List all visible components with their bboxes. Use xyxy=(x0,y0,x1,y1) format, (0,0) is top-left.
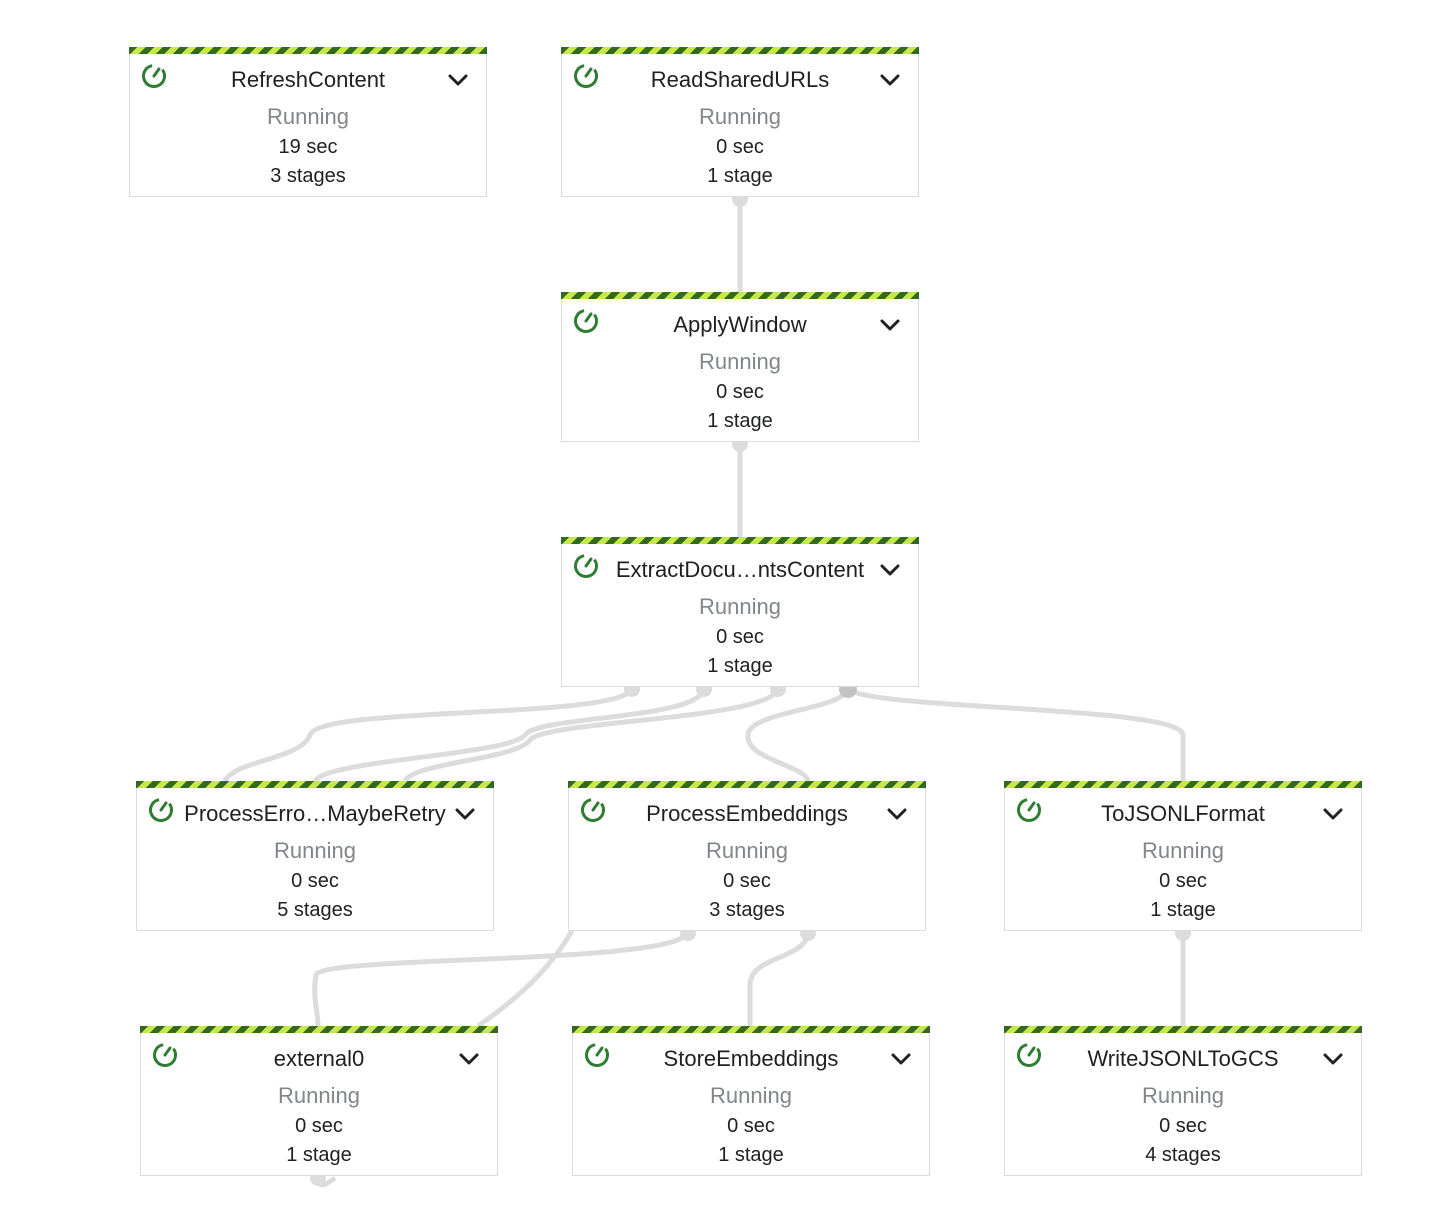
node-apply-window[interactable]: ApplyWindow Running 0 sec 1 stage xyxy=(561,292,919,442)
node-duration: 19 sec xyxy=(278,136,338,158)
status-stripe xyxy=(561,537,919,544)
node-state: Running xyxy=(1142,1083,1224,1108)
node-title: WriteJSONLToGCS xyxy=(1087,1046,1279,1071)
edge-extract-to-process-errors-3 xyxy=(402,686,781,783)
node-process-embeddings[interactable]: ProcessEmbeddings Running 0 sec 3 stages xyxy=(568,781,926,931)
chevron-down-icon[interactable] xyxy=(1321,802,1345,826)
node-state: Running xyxy=(699,104,781,129)
edge-extract-to-process-errors-2 xyxy=(312,686,707,783)
running-refresh-icon xyxy=(583,1041,611,1069)
node-duration: 0 sec xyxy=(1159,1115,1207,1137)
node-duration: 0 sec xyxy=(716,136,764,158)
status-stripe xyxy=(129,47,487,54)
node-state: Running xyxy=(278,1083,360,1108)
node-process-errors-maybe-retry[interactable]: ProcessErro…MaybeRetry Running 0 sec 5 s… xyxy=(136,781,494,931)
edge-extract-to-process-errors-1 xyxy=(222,685,635,783)
node-title: external0 xyxy=(273,1046,365,1071)
node-state: Running xyxy=(706,838,788,863)
edge-extract-to-process-embeddings xyxy=(745,686,851,783)
node-duration: 0 sec xyxy=(1159,870,1207,892)
node-duration: 0 sec xyxy=(723,870,771,892)
running-refresh-icon xyxy=(140,62,168,90)
running-refresh-icon xyxy=(1015,796,1043,824)
status-stripe xyxy=(140,1026,498,1033)
edge-extract-to-to-jsonl-format xyxy=(845,685,1186,781)
node-duration: 0 sec xyxy=(291,870,339,892)
status-stripe xyxy=(561,292,919,299)
node-state: Running xyxy=(699,594,781,619)
node-store-embeddings[interactable]: StoreEmbeddings Running 0 sec 1 stage xyxy=(572,1026,930,1176)
node-duration: 0 sec xyxy=(295,1115,343,1137)
node-stages: 4 stages xyxy=(1145,1144,1221,1166)
node-title: StoreEmbeddings xyxy=(663,1046,839,1071)
chevron-down-icon[interactable] xyxy=(878,68,902,92)
status-stripe xyxy=(1004,781,1362,788)
node-to-jsonl-format[interactable]: ToJSONLFormat Running 0 sec 1 stage xyxy=(1004,781,1362,931)
node-stages: 1 stage xyxy=(718,1144,784,1166)
edge-process-embeddings-to-external0-1 xyxy=(312,929,691,1027)
status-stripe xyxy=(572,1026,930,1033)
chevron-down-icon[interactable] xyxy=(446,68,470,92)
chevron-down-icon[interactable] xyxy=(878,558,902,582)
running-refresh-icon xyxy=(572,552,600,580)
chevron-down-icon[interactable] xyxy=(1321,1047,1345,1071)
node-state: Running xyxy=(699,349,781,374)
chevron-down-icon[interactable] xyxy=(878,313,902,337)
edge-process-embeddings-to-external0-2 xyxy=(476,929,575,1029)
node-state: Running xyxy=(1142,838,1224,863)
chevron-down-icon[interactable] xyxy=(885,802,909,826)
node-title: ReadSharedURLs xyxy=(650,67,830,92)
node-state: Running xyxy=(274,838,356,863)
node-title: ProcessErro…MaybeRetry xyxy=(184,801,446,826)
status-stripe xyxy=(136,781,494,788)
node-stages: 1 stage xyxy=(1150,899,1216,921)
node-title: ApplyWindow xyxy=(673,312,807,337)
node-duration: 0 sec xyxy=(727,1115,775,1137)
node-write-jsonl-to-gcs[interactable]: WriteJSONLToGCS Running 0 sec 4 stages xyxy=(1004,1026,1362,1176)
node-stages: 1 stage xyxy=(707,410,773,432)
status-stripe xyxy=(561,47,919,54)
node-title: ToJSONLFormat xyxy=(1101,801,1265,826)
chevron-down-icon[interactable] xyxy=(889,1047,913,1071)
running-refresh-icon xyxy=(151,1041,179,1069)
chevron-down-icon[interactable] xyxy=(457,1047,481,1071)
edge-process-embeddings-to-store-embeddings xyxy=(747,930,811,1026)
status-stripe xyxy=(568,781,926,788)
node-state: Running xyxy=(267,104,349,129)
node-external0[interactable]: external0 Running 0 sec 1 stage xyxy=(140,1026,498,1176)
node-title: ExtractDocu…ntsContent xyxy=(615,557,865,582)
node-stages: 5 stages xyxy=(277,899,353,921)
running-refresh-icon xyxy=(572,62,600,90)
node-title: RefreshContent xyxy=(230,67,386,92)
node-duration: 0 sec xyxy=(716,626,764,648)
running-refresh-icon xyxy=(147,796,175,824)
node-stages: 1 stage xyxy=(286,1144,352,1166)
node-refresh-content[interactable]: RefreshContent Running 19 sec 3 stages xyxy=(129,47,487,197)
node-stages: 1 stage xyxy=(707,655,773,677)
status-stripe xyxy=(1004,1026,1362,1033)
running-refresh-icon xyxy=(579,796,607,824)
node-extract-documents-content[interactable]: ExtractDocu…ntsContent Running 0 sec 1 s… xyxy=(561,537,919,687)
node-stages: 3 stages xyxy=(270,165,346,187)
node-state: Running xyxy=(710,1083,792,1108)
node-title: ProcessEmbeddings xyxy=(646,801,848,826)
node-duration: 0 sec xyxy=(716,381,764,403)
chevron-down-icon[interactable] xyxy=(453,802,477,826)
node-read-shared-urls[interactable]: ReadSharedURLs Running 0 sec 1 stage xyxy=(561,47,919,197)
running-refresh-icon xyxy=(1015,1041,1043,1069)
node-stages: 3 stages xyxy=(709,899,785,921)
node-stages: 1 stage xyxy=(707,165,773,187)
running-refresh-icon xyxy=(572,307,600,335)
